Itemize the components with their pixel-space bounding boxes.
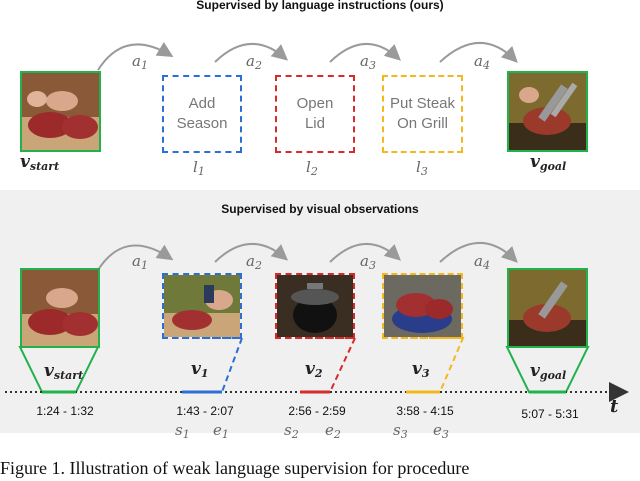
step-box-put-steak: Put Steak On Grill [382,75,463,153]
v2-time: 2:56 - 2:59 [288,404,346,418]
v2-image [275,273,355,339]
arrow-a1-top [97,41,174,71]
arrow-a3-top [329,43,401,63]
step-text-2: Open Lid [296,95,334,132]
steak-cutting-image [22,73,99,150]
arrow-a4-bottom [439,242,518,263]
e1-label: e1 [213,421,229,441]
action-a4-label-bottom: a4 [474,252,490,272]
grill-lid-image [277,275,353,337]
arrow-a1-bottom [97,244,174,271]
arrow-a3-bottom [329,243,401,263]
l3-label: l3 [416,158,428,178]
seasoning-image [164,275,240,337]
v1-time: 1:43 - 2:07 [176,404,234,418]
arrow-a2-top [214,43,289,63]
v1-label: v1 [191,359,209,380]
start-image-top [20,71,101,152]
axis-t-label: t [610,396,619,417]
steak-cutting-image-2 [22,270,98,346]
steak-grill-image [509,73,586,150]
v-start-label-bottom: vstart [44,361,84,382]
action-a3-label-top: a3 [360,52,376,72]
v3-label: v3 [412,359,430,380]
e2-label: e2 [325,421,341,441]
action-a2-label-bottom: a2 [246,252,262,272]
v-goal-label-top: vgoal [530,152,567,173]
s1-label: s1 [175,421,190,441]
goal-image-top [507,71,588,152]
action-a1-label-top: a1 [132,52,148,72]
v2-label: v2 [305,359,323,380]
l2-label: l2 [306,158,318,178]
action-a1-label-bottom: a1 [132,252,148,272]
v-start-label-top: vstart [20,152,60,173]
goal-image-bottom [507,268,588,348]
v3-image [382,273,463,339]
start-time: 1:24 - 1:32 [36,404,94,418]
step-box-add-season: Add Season [162,75,242,153]
l1-label: l1 [193,158,205,178]
bottom-section-title: Supervised by visual observations [221,202,419,216]
e3-label: e3 [433,421,449,441]
action-a4-label-top: a4 [474,52,490,72]
arrow-a4-top [439,42,518,63]
s3-label: s3 [393,421,408,441]
v-goal-label-bottom: vgoal [530,361,567,382]
v1-image [162,273,242,339]
v3-time: 3:58 - 4:15 [396,404,454,418]
figure-caption: Figure 1. Illustration of weak language … [0,458,470,478]
step-box-open-lid: Open Lid [275,75,355,153]
top-section-title: Supervised by language instructions (our… [196,0,444,12]
step-text-1: Add Season [176,95,228,132]
action-a2-label-top: a2 [246,52,262,72]
s2-label: s2 [284,421,299,441]
top-arrows [97,41,518,71]
steak-grill-image-2 [509,270,586,346]
arrow-a2-bottom [214,243,289,263]
steak-on-grill-image [384,275,461,337]
action-a3-label-bottom: a3 [360,252,376,272]
goal-time: 5:07 - 5:31 [521,407,579,421]
start-image-bottom [20,268,100,348]
bottom-diagram [5,242,629,402]
step-text-3: Put Steak On Grill [389,95,456,132]
